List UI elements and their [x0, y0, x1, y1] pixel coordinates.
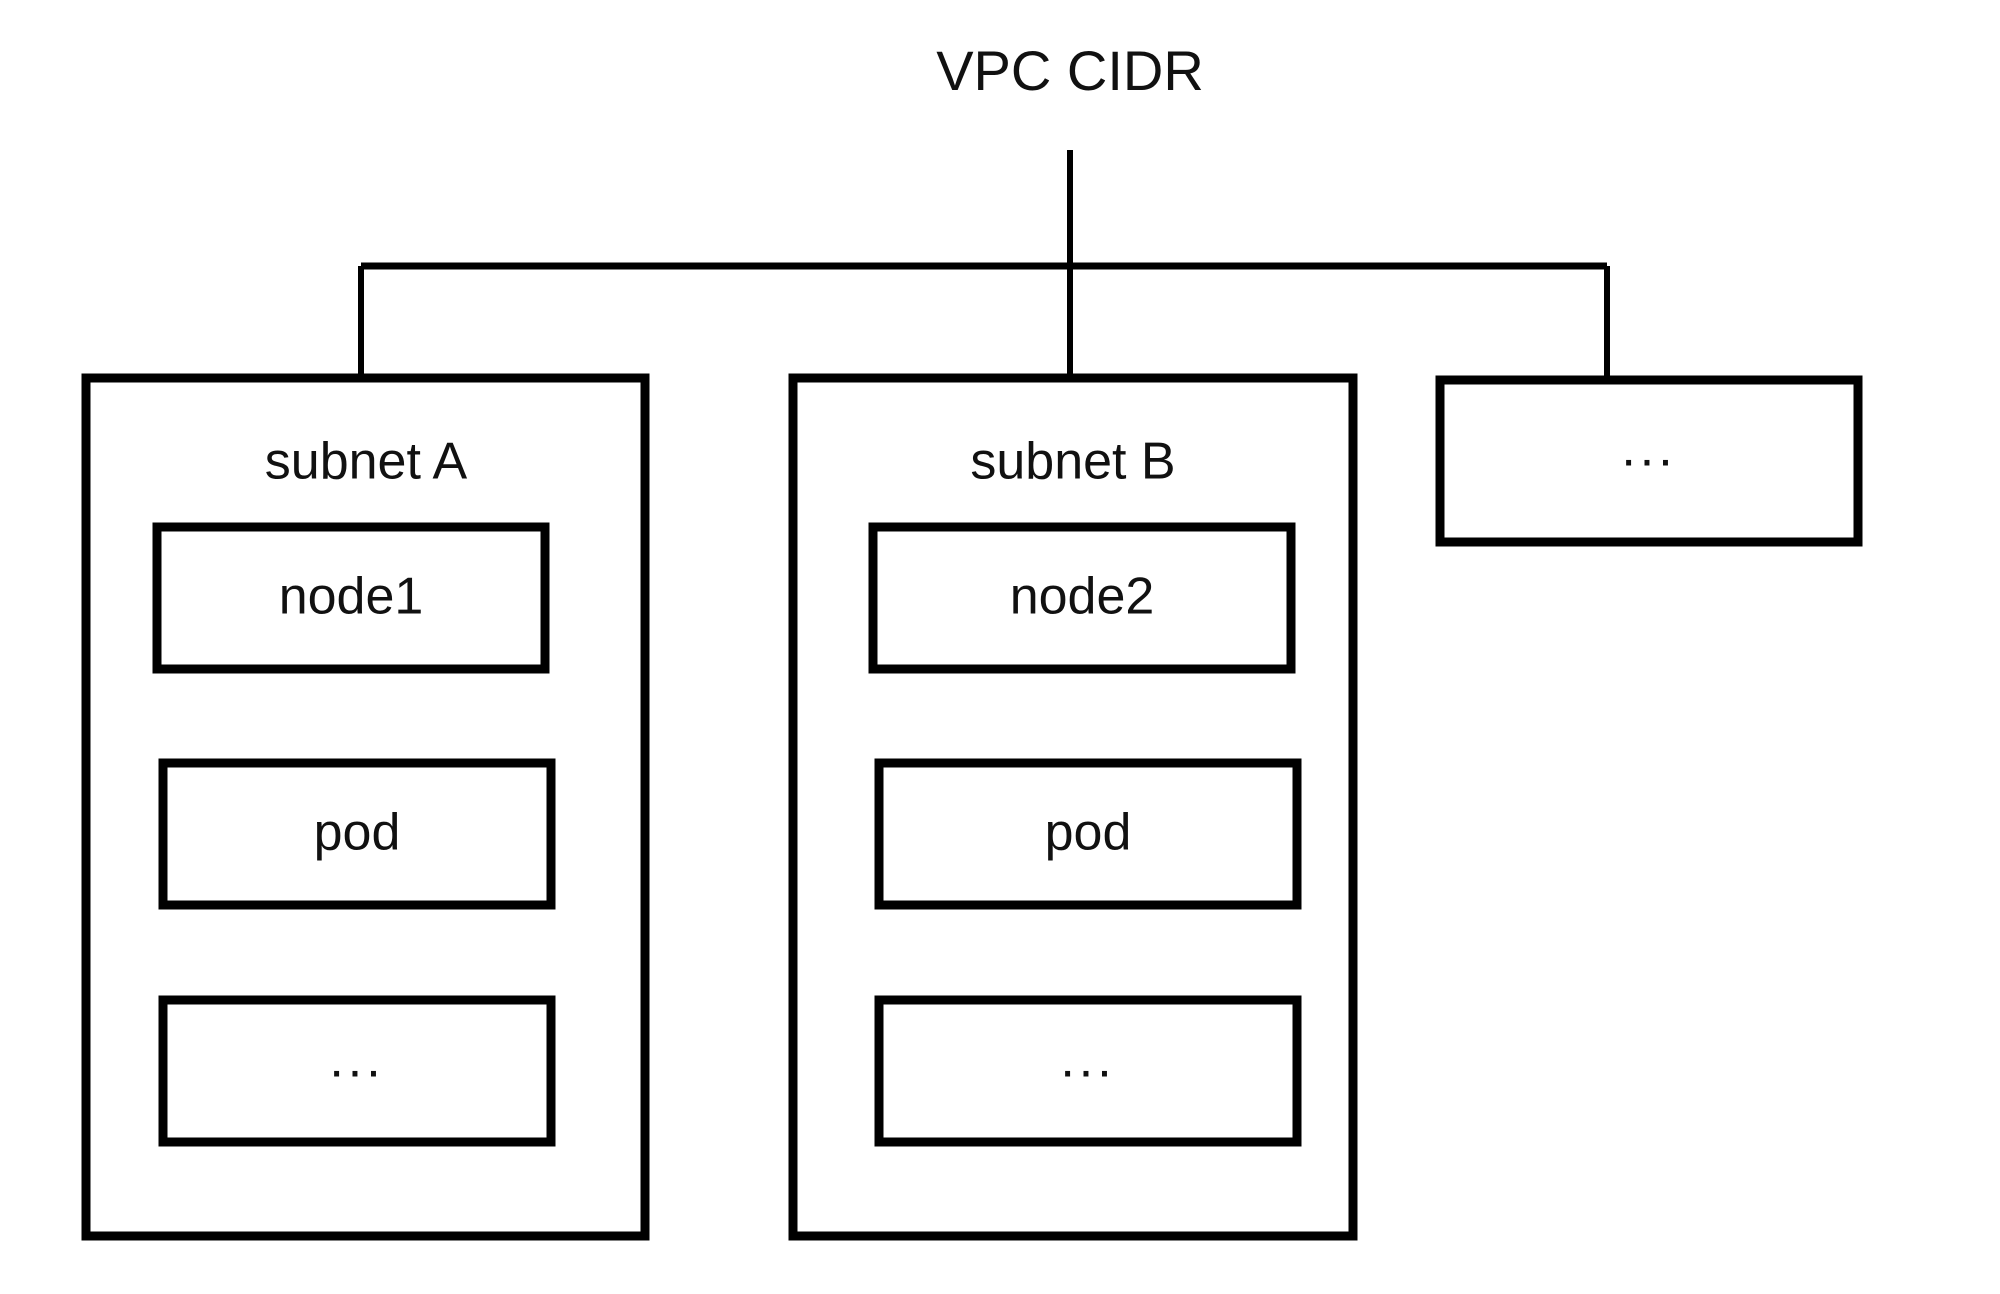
subnet-b-title: subnet B — [970, 433, 1175, 491]
subnet-b-item-pod-label: pod — [1045, 804, 1132, 862]
subnet-b-item-more-box[interactable] — [874, 995, 1302, 1147]
subnet-b-item-node2-box[interactable] — [868, 522, 1296, 674]
subnet-b-item-more-label: ... — [1060, 1031, 1115, 1089]
page-title: VPC CIDR — [936, 39, 1204, 102]
subnet-more-container[interactable] — [1435, 375, 1863, 547]
subnet-a-item-node1-label: node1 — [279, 568, 424, 626]
connector-group — [358, 150, 1610, 380]
subnet-a-item-pod-box[interactable] — [158, 758, 556, 910]
subnet-b-item-pod-box[interactable] — [874, 758, 1302, 910]
subnet-more-label: ... — [1621, 420, 1676, 478]
subnet-more-group[interactable]: ... — [1435, 375, 1863, 547]
subnet-a-item-node1-box[interactable] — [152, 522, 550, 674]
subnet-b-group[interactable]: subnet B node2 pod ... — [788, 373, 1358, 1241]
subnet-a-group[interactable]: subnet A node1 pod ... — [81, 373, 650, 1241]
subnet-a-title: subnet A — [265, 433, 468, 491]
subnet-a-item-pod-label: pod — [314, 804, 401, 862]
subnet-a-item-more-label: ... — [329, 1031, 384, 1089]
subnet-b-item-node2-label: node2 — [1010, 568, 1155, 626]
subnet-a-item-more-box[interactable] — [158, 995, 556, 1147]
